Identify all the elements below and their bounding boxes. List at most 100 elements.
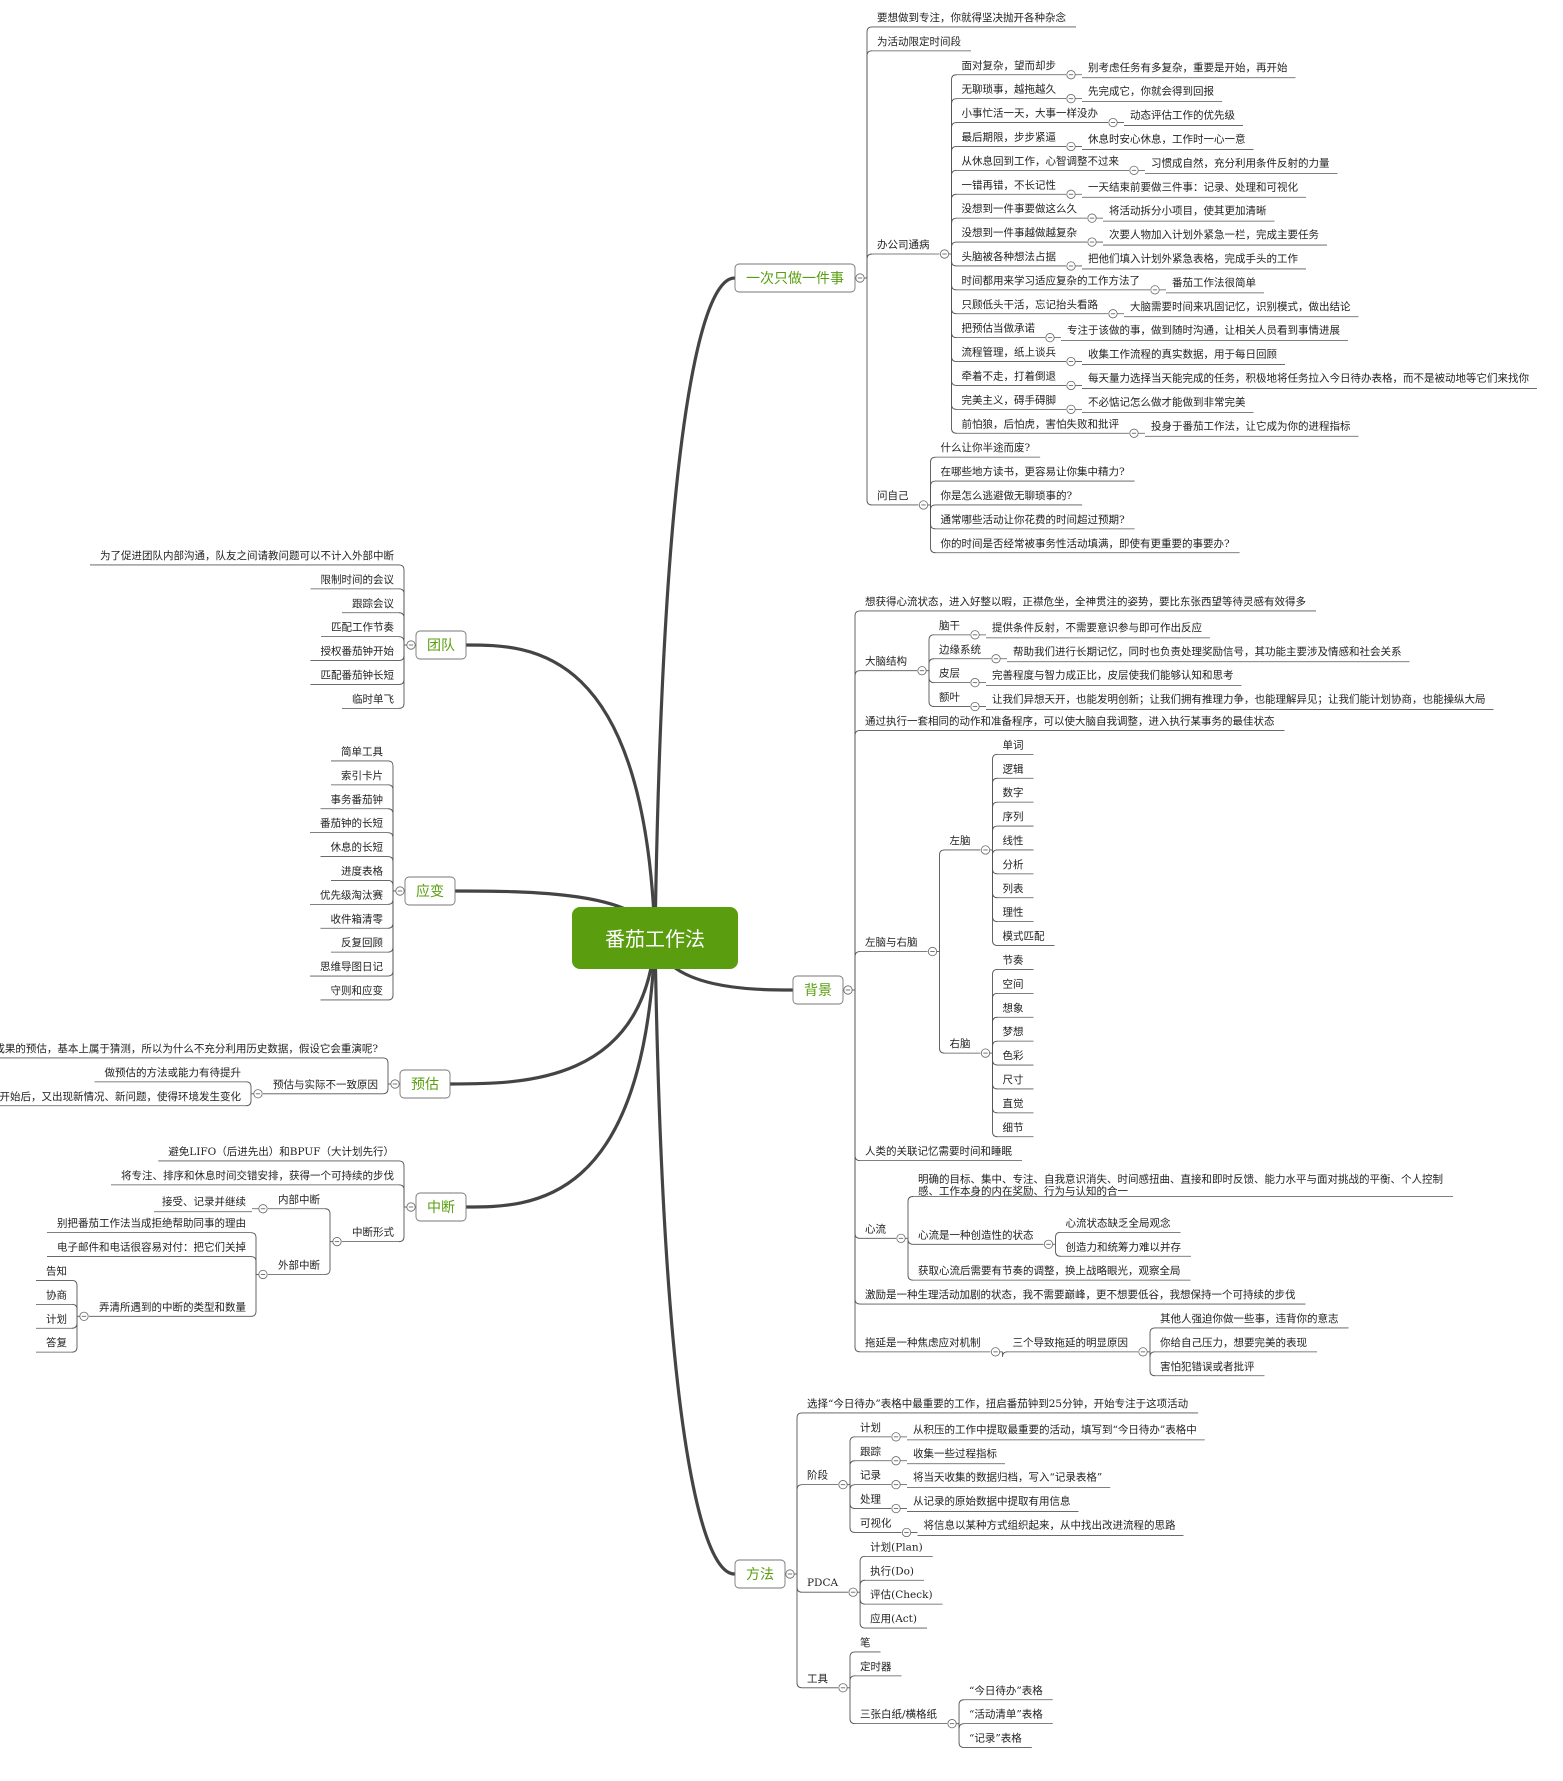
branch-left-4[interactable]: 应变 (404, 876, 456, 906)
collapse-toggle-icon[interactable] (980, 845, 991, 855)
branch-left-5[interactable]: 预估 (399, 1069, 451, 1099)
node-label: 反复回顾 (341, 936, 383, 949)
collapse-toggle-icon[interactable] (406, 1202, 416, 1212)
collapse-toggle-icon[interactable] (927, 946, 938, 957)
branch-right-0[interactable]: 一次只做一件事 (734, 263, 856, 293)
node-label: “记录”表格 (969, 1732, 1022, 1745)
collapse-toggle-icon[interactable] (332, 1237, 342, 1247)
collapse-toggle-icon[interactable] (896, 1233, 906, 1243)
connector-line (796, 1574, 803, 1593)
collapse-toggle-icon[interactable] (406, 640, 416, 650)
collapse-toggle-icon[interactable] (1129, 165, 1139, 175)
node-label: 笔 (860, 1636, 871, 1649)
branch-left-3[interactable]: 团队 (415, 630, 467, 660)
collapse-toggle-icon[interactable] (1087, 213, 1097, 223)
connector-line (951, 169, 957, 254)
node-label: 投身于番茄工作法，让它成为你的进程指标 (1151, 419, 1351, 432)
collapse-toggle-icon[interactable] (843, 985, 853, 995)
node-label: 面对复杂，望而却步 (961, 59, 1055, 72)
collapse-toggle-icon[interactable] (395, 886, 405, 896)
node-label: 空间 (1002, 977, 1023, 990)
collapse-toggle-icon[interactable] (258, 1269, 268, 1280)
branch-connector (653, 276, 736, 939)
collapse-toggle-icon[interactable] (891, 1456, 901, 1466)
branch-right-1[interactable]: 背景 (792, 975, 844, 1005)
node-label: 完善程度与智力成正比，皮层使我们能够认知和思考 (992, 669, 1233, 682)
node-label: 番茄钟的长短 (320, 817, 383, 830)
collapse-toggle-icon[interactable] (1066, 189, 1076, 199)
collapse-toggle-icon[interactable] (901, 1527, 912, 1538)
connector-lines (0, 26, 1537, 1748)
collapse-toggle-icon[interactable] (838, 1480, 848, 1490)
node-label: 可视化 (860, 1516, 892, 1529)
node-label: 心流 (865, 1222, 886, 1235)
node-label: 别把番茄工作法当成拒绝帮助同事的理由 (57, 1217, 246, 1230)
node-label: 接受、记录并继续 (162, 1195, 246, 1208)
node-label: 一错再错，不长记性 (961, 178, 1055, 191)
connector-line (1138, 432, 1359, 437)
node-label: 时间都用来学习适应复杂的工作方法了 (961, 274, 1139, 287)
collapse-toggle-icon[interactable] (990, 1347, 1001, 1357)
collapse-toggle-icon[interactable] (991, 654, 1001, 664)
node-label: 收集工作流程的真实数据，用于每日回顾 (1088, 348, 1277, 361)
collapse-toggle-icon[interactable] (1066, 94, 1076, 104)
collapse-toggle-icon[interactable] (947, 1719, 957, 1729)
connector-line (1055, 1231, 1061, 1245)
node-label: 分析 (1002, 858, 1023, 871)
collapse-toggle-icon[interactable] (918, 500, 929, 510)
collapse-toggle-icon[interactable] (1066, 356, 1076, 367)
collapse-toggle-icon[interactable] (939, 249, 950, 259)
collapse-toggle-icon[interactable] (1066, 404, 1076, 414)
central-topic-box[interactable] (572, 907, 738, 969)
collapse-toggle-icon[interactable] (1066, 70, 1076, 80)
connector-line (1149, 1351, 1156, 1357)
branch-label: 中断 (427, 1200, 455, 1216)
node-label: 跟踪会议 (352, 597, 394, 610)
node-label: 办公司通病 (877, 238, 930, 251)
collapse-toggle-icon[interactable] (79, 1311, 89, 1321)
collapse-toggle-icon[interactable] (1150, 285, 1160, 295)
connector-line (992, 849, 998, 875)
collapse-toggle-icon[interactable] (1108, 117, 1118, 128)
connector-line (796, 1412, 803, 1574)
collapse-toggle-icon[interactable] (1108, 309, 1118, 319)
node-label: 处理 (860, 1494, 881, 1506)
collapse-toggle-icon[interactable] (258, 1204, 268, 1214)
connector-line (951, 193, 957, 254)
collapse-toggle-icon[interactable] (838, 1683, 848, 1693)
collapse-toggle-icon[interactable] (855, 273, 865, 283)
collapse-toggle-icon[interactable] (1045, 333, 1055, 343)
connector-line (939, 951, 945, 1054)
node-label: 额叶 (939, 691, 960, 704)
collapse-toggle-icon[interactable] (785, 1569, 795, 1579)
collapse-toggle-icon[interactable] (1129, 428, 1139, 438)
collapse-toggle-icon[interactable] (980, 1048, 991, 1058)
node-label: 激励是一种生理活动加剧的状态，我不需要巅峰，更不想要低谷，我想保持一个可持续的步… (865, 1288, 1296, 1301)
connector-line (992, 753, 998, 850)
collapse-toggle-icon[interactable] (1066, 141, 1076, 152)
collapse-toggle-icon[interactable] (1138, 1347, 1148, 1357)
collapse-toggle-icon[interactable] (970, 701, 980, 712)
collapse-toggle-icon[interactable] (1066, 261, 1076, 271)
collapse-toggle-icon[interactable] (891, 1432, 901, 1442)
collapse-toggle-icon[interactable] (848, 1587, 858, 1597)
collapse-toggle-icon[interactable] (253, 1089, 263, 1099)
node-label: 定时器 (860, 1660, 892, 1673)
branch-left-6[interactable]: 中断 (415, 1192, 467, 1222)
collapse-toggle-icon[interactable] (891, 1503, 901, 1514)
node-label: 索引卡片 (341, 769, 383, 782)
connector-line (992, 849, 998, 923)
branch-right-2[interactable]: 方法 (734, 1559, 786, 1589)
central-topic[interactable]: 番茄工作法 (572, 907, 738, 969)
collapse-toggle-icon[interactable] (970, 678, 980, 688)
node-label: 优先级淘汰赛 (320, 888, 383, 901)
collapse-toggle-icon[interactable] (917, 666, 927, 676)
collapse-toggle-icon[interactable] (1087, 237, 1097, 247)
collapse-toggle-icon[interactable] (891, 1480, 901, 1490)
collapse-toggle-icon[interactable] (1043, 1239, 1054, 1249)
connector-line (979, 634, 1210, 639)
collapse-toggle-icon[interactable] (390, 1079, 400, 1089)
collapse-toggle-icon[interactable] (1066, 380, 1076, 391)
collapse-toggle-icon[interactable] (970, 630, 980, 640)
connector-line (1055, 1244, 1061, 1257)
